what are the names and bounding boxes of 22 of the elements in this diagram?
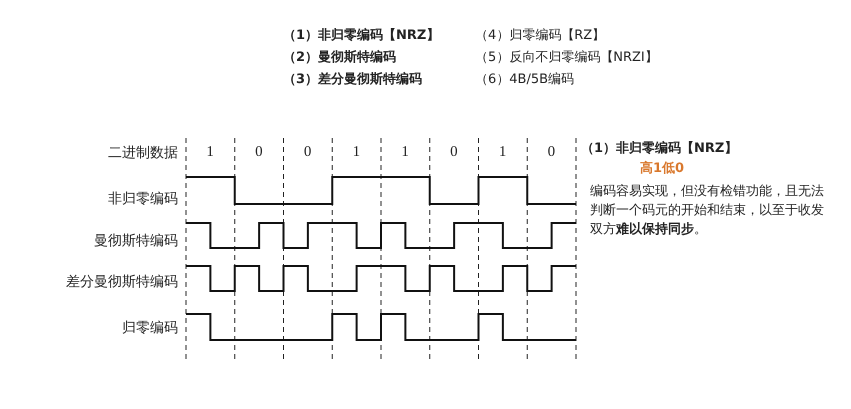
note-subheading: 高1低0	[640, 161, 684, 177]
row-label: 归零编码	[122, 320, 178, 336]
list-item: （5）反向不归零编码【NRZI】	[475, 50, 658, 66]
bit-value: 1	[352, 144, 360, 160]
bit-value: 0	[255, 144, 263, 160]
note-heading: （1）非归零编码【NRZ】	[581, 141, 738, 157]
list-item: （6）4B/5B编码	[475, 72, 574, 88]
bit-value: 1	[498, 144, 506, 160]
bit-value: 0	[304, 144, 312, 160]
row-label: 差分曼彻斯特编码	[66, 274, 178, 290]
note-text: 编码容易实现，但没有检错功能，且无法判断一个码元的开始和结束，以至于收发双方难以保持同步。	[590, 183, 825, 239]
list-item: （4）归零编码【RZ】	[475, 28, 606, 44]
row-label: 非归零编码	[108, 191, 178, 207]
list-item: （2）曼彻斯特编码	[283, 50, 396, 66]
bit-value: 1	[401, 144, 409, 160]
row-label: 曼彻斯特编码	[94, 233, 178, 249]
row-label: 二进制数据	[108, 145, 178, 161]
bit-value: 0	[450, 144, 458, 160]
bit-value: 0	[548, 144, 556, 160]
bit-value: 1	[206, 144, 214, 160]
list-item: （3）差分曼彻斯特编码	[283, 72, 422, 88]
list-item: （1）非归零编码【NRZ】	[283, 28, 440, 44]
